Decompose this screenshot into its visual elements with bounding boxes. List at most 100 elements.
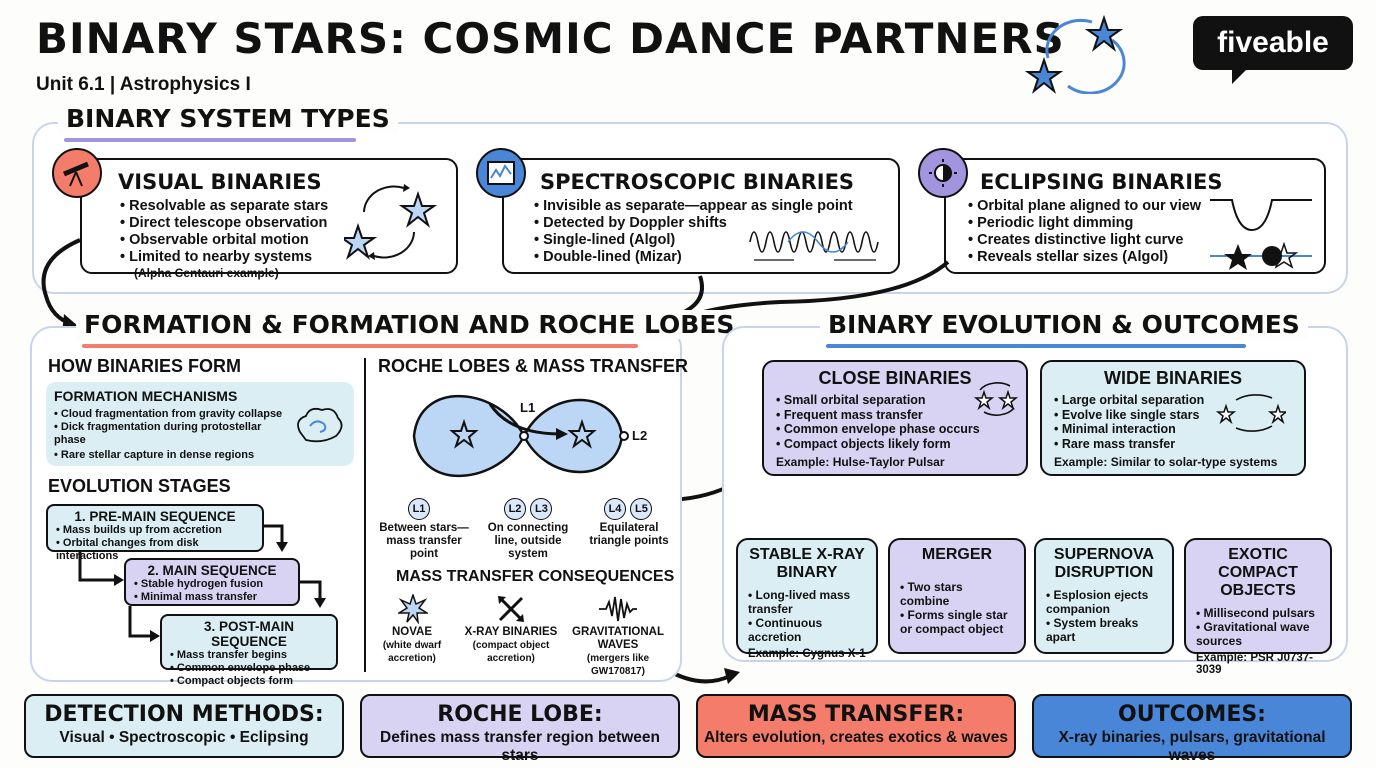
spectroscopic-binaries-title: SPECTROSCOPIC BINARIES xyxy=(540,170,855,194)
lagrange-badge: L5 xyxy=(630,498,653,520)
list-item: Frequent mass transfer xyxy=(776,408,1014,423)
consequence-xray-binaries: X-RAY BINARIES (compact object accretion… xyxy=(462,626,560,665)
lagrange-badge: L1 xyxy=(408,498,430,520)
stage-main-sequence: 2. MAIN SEQUENCE Stable hydrogen fusion … xyxy=(124,558,300,606)
consequence-novae: NOVAE (white dwarf accretion) xyxy=(376,626,448,665)
list-item: Single-lined (Algol) xyxy=(534,232,853,249)
lagrange-caption: On connecting line, outside system xyxy=(487,522,569,560)
consequence-title: NOVAE xyxy=(391,626,433,638)
orbit-stars-icon xyxy=(344,184,438,260)
outcome-list: Long-lived mass transfer Continuous accr… xyxy=(748,588,866,644)
close-binaries-list: Small orbital separation Frequent mass t… xyxy=(776,393,1014,451)
nova-burst-icon xyxy=(398,594,428,624)
list-item: Common envelope phase occurs xyxy=(776,422,1014,437)
list-item: Long-lived mass transfer xyxy=(748,588,866,616)
column-divider xyxy=(364,358,366,672)
list-item: Invisible as separate—appear as single p… xyxy=(534,198,852,215)
footer-text: X-ray binaries, pulsars, gravitational w… xyxy=(1058,729,1326,764)
xray-arrows-icon xyxy=(498,596,524,622)
list-item: Minimal mass transfer xyxy=(134,591,290,604)
formation-mechanisms-box: FORMATION MECHANISMS Cloud fragmentation… xyxy=(46,382,354,466)
footer-detection-methods: DETECTION METHODS: Visual • Spectroscopi… xyxy=(24,694,344,758)
visual-binaries-title: VISUAL BINARIES xyxy=(118,170,322,194)
list-item: System breaks apart xyxy=(1046,616,1162,644)
list-item: Millisecond pulsars xyxy=(1196,606,1320,620)
footer-title: MASS TRANSFER: xyxy=(747,702,965,727)
outcome-title: STABLE X-RAY BINARY xyxy=(749,546,865,581)
heading-underline xyxy=(82,344,638,348)
roche-lobes-heading: ROCHE LOBES & MASS TRANSFER xyxy=(378,356,689,376)
l2-label: L2 xyxy=(632,428,648,443)
list-item: Continuous accretion xyxy=(748,616,866,644)
stage-pre-main-sequence: 1. PRE-MAIN SEQUENCE Mass builds up from… xyxy=(46,504,264,562)
doppler-waves-icon xyxy=(749,231,879,261)
list-item: Cloud fragmentation from gravity collaps… xyxy=(54,408,286,421)
stage-list: Mass builds up from accretion Orbital ch… xyxy=(56,524,254,563)
outcome-title: EXOTIC COMPACT OBJECTS xyxy=(1218,546,1298,599)
list-item: Esplosion ejects companion xyxy=(1046,588,1162,616)
spectroscopic-binaries-list: Invisible as separate—appear as single p… xyxy=(534,198,853,266)
footer-text: Alters evolution, creates exotics & wave… xyxy=(703,729,1009,746)
formation-heading: FORMATION & FORMATION AND ROCHE LOBES xyxy=(76,310,743,339)
list-item: Small orbital separation xyxy=(776,393,1014,408)
list-item: Detected by Doppler shifts xyxy=(534,215,853,232)
list-item: Compact objects likely form xyxy=(776,437,1014,452)
outcome-merger: MERGER Two stars combine Forms single st… xyxy=(888,538,1026,654)
consequence-title: GRAVITATIONAL WAVES xyxy=(572,626,664,651)
list-item: Rare stellar capture in dense regions xyxy=(54,449,286,462)
wide-binaries-list: Large orbital separation Evolve like sin… xyxy=(1054,393,1292,451)
visual-binaries-note: (Alpha Centauri example) xyxy=(134,266,279,280)
list-item: Compact objects form xyxy=(170,675,328,688)
stage-arrows xyxy=(78,524,326,642)
consequence-note: (compact object accretion) xyxy=(472,640,550,664)
footer-title: OUTCOMES: xyxy=(1118,702,1266,727)
list-item: Minimal interaction xyxy=(1054,422,1292,437)
outcome-list: Millisecond pulsars Gravitational wave s… xyxy=(1196,606,1320,648)
footer-roche-lobe: ROCHE LOBE: Defines mass transfer region… xyxy=(360,694,680,764)
list-item: Creates distinctive light curve xyxy=(968,232,1201,249)
close-binaries-title: CLOSE BINARIES xyxy=(818,368,972,388)
binary-types-heading: BINARY SYSTEM TYPES xyxy=(58,104,398,133)
outcome-example: Example: Cygnus X-1 xyxy=(748,648,866,660)
list-item: Dick fragmentation during protostellar p… xyxy=(54,421,286,447)
list-item: Observable orbital motion xyxy=(120,232,328,249)
consequence-note: (mergers like GW170817) xyxy=(586,653,650,677)
eclipsing-binaries-title: ECLIPSING BINARIES xyxy=(980,170,1223,194)
close-orbit-icon xyxy=(973,382,1019,416)
outcome-title: MERGER xyxy=(921,546,993,563)
light-curve-icon xyxy=(1210,199,1312,270)
outcome-exotic-compact-objects: EXOTIC COMPACT OBJECTS Millisecond pulsa… xyxy=(1184,538,1332,676)
evolution-heading: BINARY EVOLUTION & OUTCOMES xyxy=(820,310,1308,339)
visual-binaries-card: VISUAL BINARIES Resolvable as separate s… xyxy=(80,158,458,280)
eclipsing-binaries-card: ECLIPSING BINARIES Orbital plane aligned… xyxy=(944,158,1326,274)
close-binaries-example: Example: Hulse-Taylor Pulsar xyxy=(776,455,945,469)
list-item: Mass builds up from accretion xyxy=(56,524,254,537)
fiveable-logo[interactable]: fiveable xyxy=(1193,16,1353,70)
list-item: Orbital plane aligned to our view xyxy=(968,198,1201,215)
list-item: Common envelope phase xyxy=(170,662,328,675)
orbiting-stars-icon xyxy=(1024,14,1126,94)
lagrange-l4-l5-badges: L4 L5 xyxy=(604,498,653,520)
footer-title: ROCHE LOBE: xyxy=(437,702,603,727)
wide-binaries-example: Example: Similar to solar-type systems xyxy=(1054,455,1278,469)
list-item: Two stars combine xyxy=(900,580,1014,608)
page-title: BINARY STARS: COSMIC DANCE PARTNERS xyxy=(36,14,1065,63)
list-item: Direct telescope observation xyxy=(120,215,328,232)
stage-title: 1. PRE-MAIN SEQUENCE xyxy=(74,509,236,524)
stage-list: Mass transfer begins Common envelope pha… xyxy=(170,649,328,688)
list-item: Reveals stellar sizes (Algol) xyxy=(968,249,1201,266)
list-item: Resolvable as separate stars xyxy=(120,198,328,215)
stage-title: 2. MAIN SEQUENCE xyxy=(147,563,277,578)
page-subtitle: Unit 6.1 | Astrophysics I xyxy=(36,74,251,95)
outcome-example: Example: PSR J0737-3039 xyxy=(1196,652,1313,676)
consequence-note: (white dwarf accretion) xyxy=(382,640,442,664)
outcome-list: Two stars combine Forms single star or c… xyxy=(900,580,1014,636)
wide-binaries-title: WIDE BINARIES xyxy=(1103,368,1242,388)
stage-post-main-sequence: 3. POST-MAIN SEQUENCE Mass transfer begi… xyxy=(160,614,338,687)
lagrange-l2-l3-badges: L2 L3 xyxy=(504,498,553,520)
list-item: Evolve like single stars xyxy=(1054,408,1292,423)
consequence-title: X-RAY BINARIES xyxy=(464,626,558,638)
spectrum-chart-icon xyxy=(476,148,526,198)
gas-cloud-icon xyxy=(297,407,343,443)
list-item: Mass transfer begins xyxy=(170,649,328,662)
